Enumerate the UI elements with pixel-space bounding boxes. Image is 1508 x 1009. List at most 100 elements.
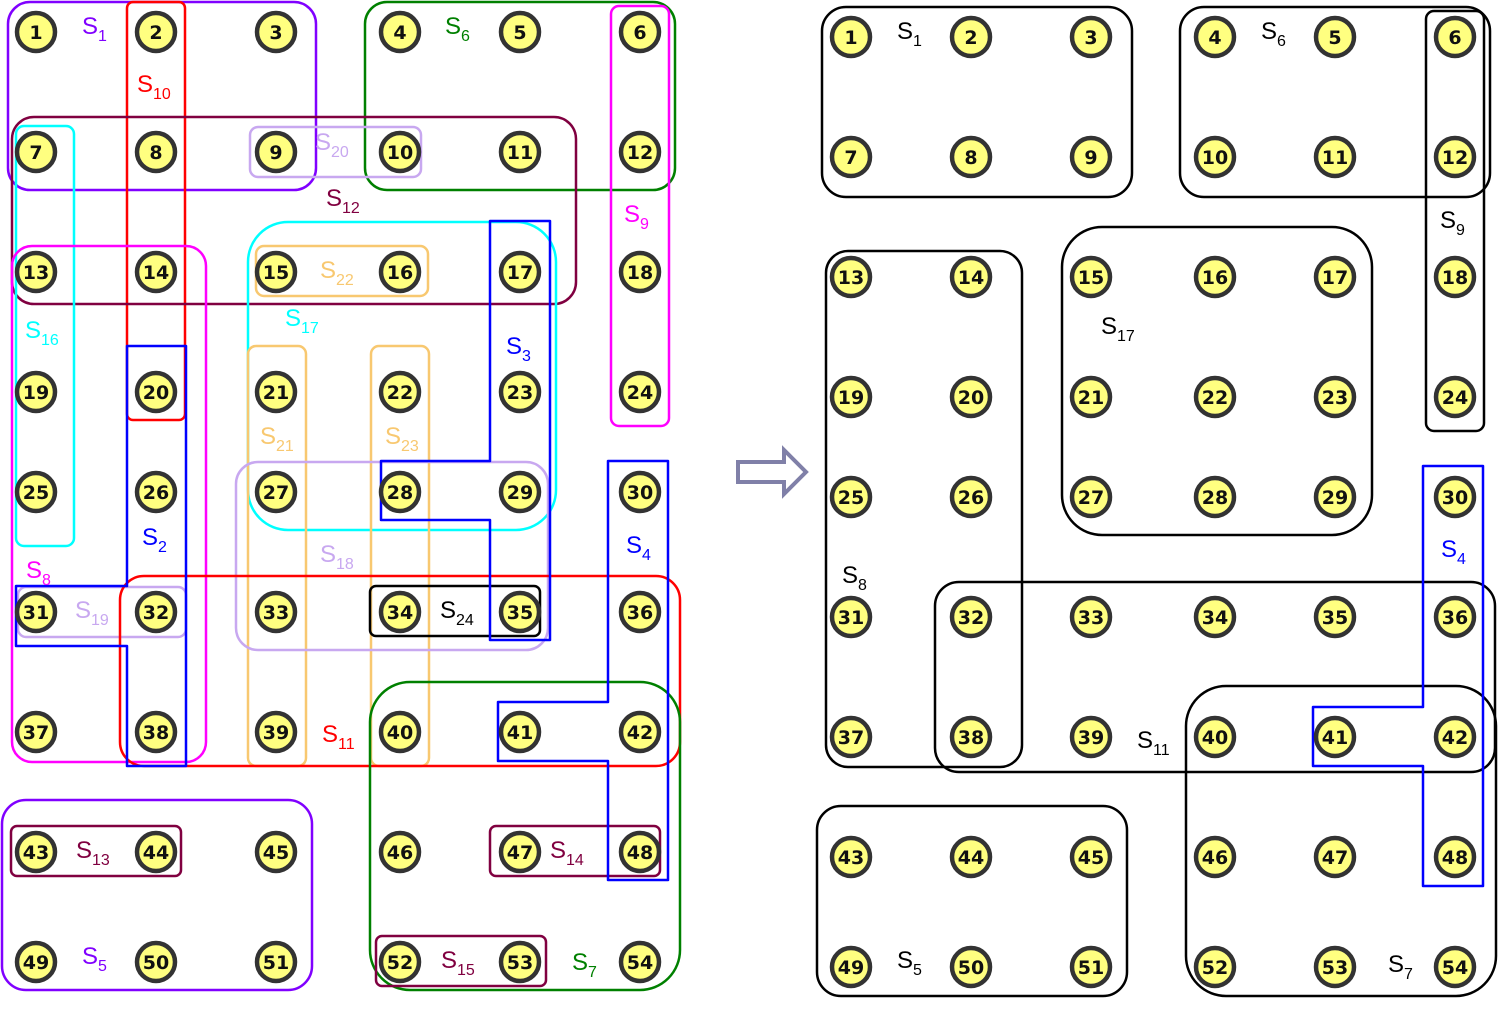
right-region-s5 [815, 804, 1129, 998]
right-node-24: 24 [1433, 375, 1477, 419]
set-subscript: 6 [461, 28, 470, 45]
node-number: 44 [958, 847, 984, 869]
set-letter: S [1137, 727, 1153, 754]
left-node-29: 29 [498, 470, 542, 514]
node-number: 53 [507, 952, 533, 974]
node-circle [14, 10, 58, 54]
node-number: 21 [1078, 387, 1104, 409]
right-region-s8 [824, 249, 1024, 769]
node-number: 15 [263, 262, 289, 284]
node-circle [949, 135, 993, 179]
right-node-33: 33 [1069, 595, 1113, 639]
node-number: 4 [393, 22, 406, 44]
node-number: 13 [23, 262, 49, 284]
left-node-45: 45 [254, 830, 298, 874]
node-circle [1069, 255, 1113, 299]
node-number: 14 [143, 262, 169, 284]
set-subscript: 23 [401, 438, 419, 455]
node-circle [1193, 375, 1237, 419]
node-number: 12 [1442, 147, 1468, 169]
node-circle [1193, 475, 1237, 519]
left-set-label-s13: S13 [76, 837, 110, 869]
left-node-35: 35 [498, 590, 542, 634]
node-number: 1 [844, 27, 857, 49]
node-number: 18 [627, 262, 653, 284]
node-circle [14, 940, 58, 984]
node-number: 2 [149, 22, 162, 44]
node-circle [949, 255, 993, 299]
node-number: 15 [1078, 267, 1104, 289]
node-number: 5 [1328, 27, 1341, 49]
right-node-39: 39 [1069, 715, 1113, 759]
node-number: 53 [1322, 957, 1348, 979]
node-circle [829, 945, 873, 989]
node-circle [378, 370, 422, 414]
right-node-2: 2 [949, 15, 993, 59]
node-number: 36 [627, 602, 653, 624]
left-node-53: 53 [498, 940, 542, 984]
left-node-32: 32 [134, 590, 178, 634]
node-number: 25 [838, 487, 864, 509]
node-number: 37 [838, 727, 864, 749]
node-number: 14 [958, 267, 984, 289]
right-node-21: 21 [1069, 375, 1113, 419]
right-node-54: 54 [1433, 945, 1477, 989]
set-subscript: 17 [1117, 328, 1135, 345]
node-circle [618, 470, 662, 514]
left-node-22: 22 [378, 370, 422, 414]
left-node-2: 2 [134, 10, 178, 54]
right-node-35: 35 [1313, 595, 1357, 639]
set-letter: S [82, 943, 98, 970]
set-subscript: 20 [331, 144, 349, 161]
left-node-30: 30 [618, 470, 662, 514]
node-circle [1193, 835, 1237, 879]
node-circle [618, 830, 662, 874]
node-circle [254, 250, 298, 294]
node-circle [1069, 835, 1113, 879]
left-region-s8 [10, 244, 208, 764]
right-node-10: 10 [1193, 135, 1237, 179]
node-circle [829, 475, 873, 519]
right-node-50: 50 [949, 945, 993, 989]
node-number: 47 [1322, 847, 1348, 869]
node-circle [1193, 715, 1237, 759]
set-letter: S [1388, 951, 1404, 978]
set-letter: S [1261, 18, 1277, 45]
set-letter: S [285, 305, 301, 332]
node-circle [1193, 15, 1237, 59]
node-number: 16 [387, 262, 413, 284]
right-node-47: 47 [1313, 835, 1357, 879]
set-letter: S [1101, 313, 1117, 340]
node-circle [14, 830, 58, 874]
node-number: 1 [29, 22, 42, 44]
left-region-s15 [374, 934, 548, 988]
node-circle [14, 130, 58, 174]
left-node-50: 50 [134, 940, 178, 984]
node-number: 13 [838, 267, 864, 289]
node-number: 51 [1078, 957, 1104, 979]
node-circle [134, 830, 178, 874]
left-node-27: 27 [254, 470, 298, 514]
node-circle [498, 830, 542, 874]
left-set-label-s12: S12 [326, 185, 360, 217]
node-circle [618, 250, 662, 294]
node-circle [1313, 375, 1357, 419]
left-region-s12 [10, 115, 578, 306]
right-node-15: 15 [1069, 255, 1113, 299]
set-letter: S [320, 257, 336, 284]
node-number: 27 [263, 482, 289, 504]
right-node-13: 13 [829, 255, 873, 299]
node-circle [829, 595, 873, 639]
left-set-label-s5: S5 [82, 943, 107, 975]
node-number: 42 [1442, 727, 1468, 749]
node-number: 38 [143, 722, 169, 744]
node-circle [378, 830, 422, 874]
node-number: 20 [143, 382, 169, 404]
set-subscript: 17 [301, 320, 319, 337]
left-node-17: 17 [498, 250, 542, 294]
node-circle [1433, 835, 1477, 879]
right-node-32: 32 [949, 595, 993, 639]
set-letter: S [440, 597, 456, 624]
